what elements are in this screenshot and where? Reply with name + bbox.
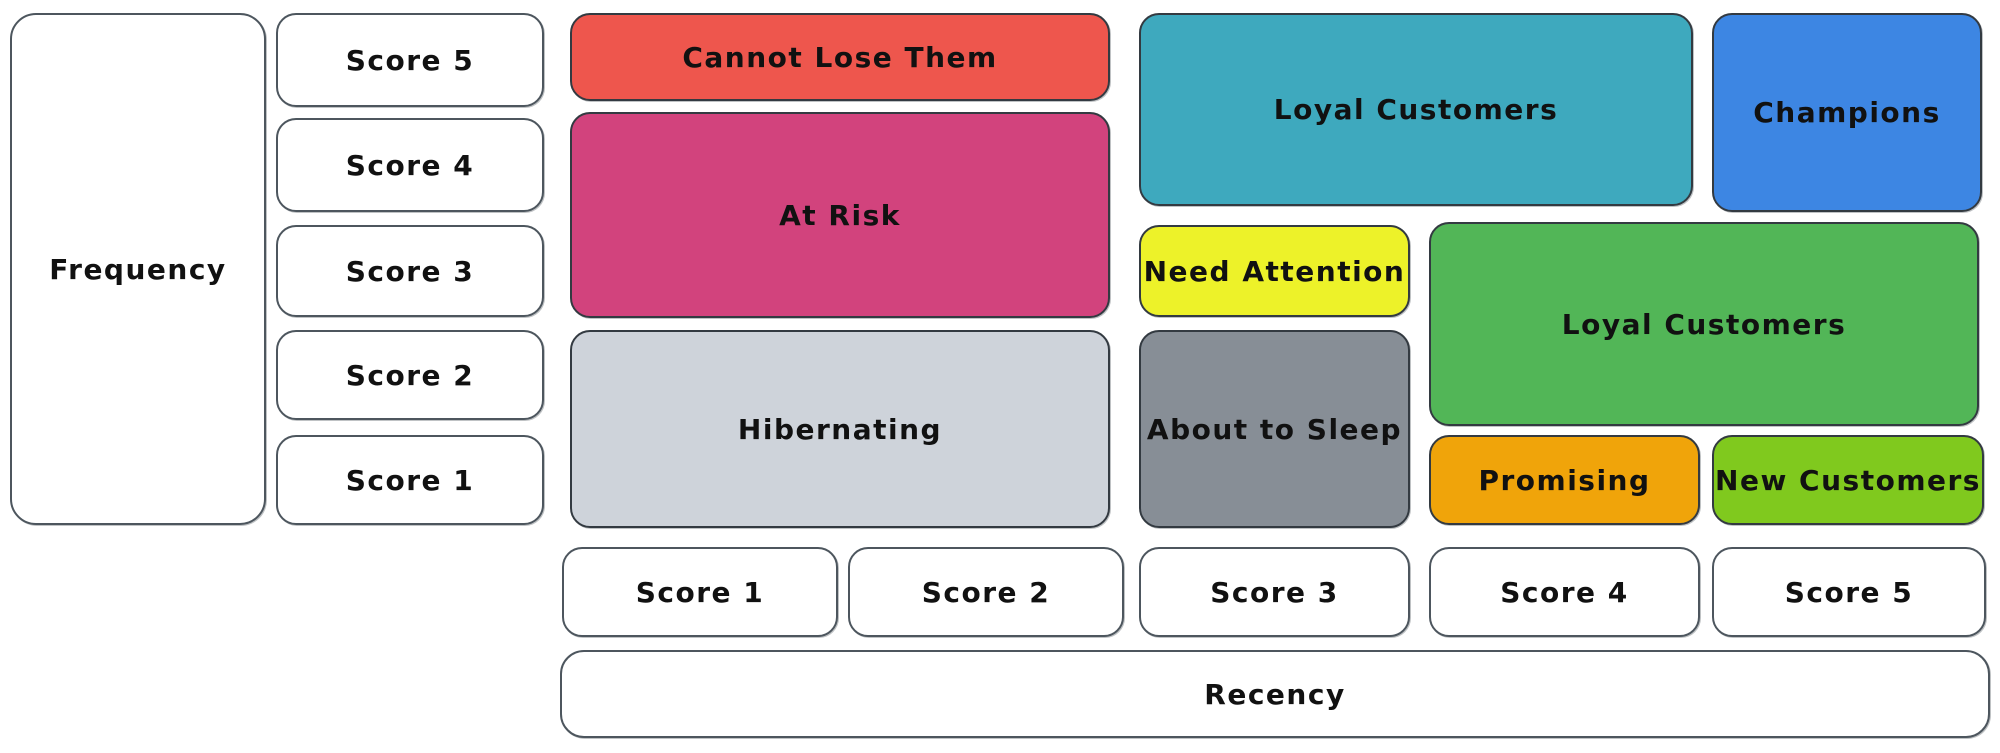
recency-score-5-text: Score 5 bbox=[1784, 575, 1914, 609]
recency-score-1-text: Score 1 bbox=[635, 575, 765, 609]
segment-loyal-customers-right-label: Loyal Customers bbox=[1561, 307, 1847, 341]
segment-promising-label: Promising bbox=[1478, 463, 1651, 497]
segment-loyal-customers-top-label: Loyal Customers bbox=[1273, 93, 1559, 126]
segment-need-attention: Need Attention bbox=[1139, 225, 1410, 317]
frequency-score-4-text: Score 4 bbox=[345, 148, 475, 182]
frequency-axis-label: Frequency bbox=[10, 13, 266, 525]
segment-cannot-lose-them-label: Cannot Lose Them bbox=[682, 40, 998, 74]
segment-new-customers-label: New Customers bbox=[1715, 463, 1981, 497]
frequency-score-2: Score 2 bbox=[276, 330, 544, 420]
frequency-score-1-text: Score 1 bbox=[345, 463, 475, 497]
segment-at-risk: At Risk bbox=[570, 112, 1110, 318]
recency-score-4: Score 4 bbox=[1429, 547, 1700, 637]
frequency-score-5-text: Score 5 bbox=[345, 43, 475, 77]
segment-new-customers: New Customers bbox=[1712, 435, 1984, 525]
frequency-score-2-text: Score 2 bbox=[345, 358, 475, 392]
segment-loyal-customers-top: Loyal Customers bbox=[1139, 13, 1693, 206]
frequency-score-4: Score 4 bbox=[276, 118, 544, 212]
recency-score-5: Score 5 bbox=[1712, 547, 1986, 637]
frequency-score-5: Score 5 bbox=[276, 13, 544, 107]
segment-champions: Champions bbox=[1712, 13, 1982, 212]
recency-score-3: Score 3 bbox=[1139, 547, 1410, 637]
frequency-score-3: Score 3 bbox=[276, 225, 544, 317]
recency-score-2-text: Score 2 bbox=[921, 575, 1051, 609]
segment-about-to-sleep: About to Sleep bbox=[1139, 330, 1410, 528]
segment-hibernating: Hibernating bbox=[570, 330, 1110, 528]
recency-axis-label: Recency bbox=[560, 650, 1990, 738]
frequency-score-3-text: Score 3 bbox=[345, 254, 475, 288]
segment-hibernating-label: Hibernating bbox=[737, 412, 943, 446]
recency-score-3-text: Score 3 bbox=[1210, 575, 1339, 609]
recency-axis-text: Recency bbox=[1204, 677, 1346, 711]
recency-score-4-text: Score 4 bbox=[1500, 575, 1629, 609]
segment-champions-label: Champions bbox=[1753, 96, 1941, 129]
frequency-score-1: Score 1 bbox=[276, 435, 544, 525]
recency-score-1: Score 1 bbox=[562, 547, 838, 637]
segment-promising: Promising bbox=[1429, 435, 1700, 525]
recency-score-2: Score 2 bbox=[848, 547, 1124, 637]
segment-need-attention-label: Need Attention bbox=[1143, 254, 1406, 288]
segment-at-risk-label: At Risk bbox=[779, 198, 901, 232]
segment-loyal-customers-right: Loyal Customers bbox=[1429, 222, 1979, 426]
frequency-axis-text: Frequency bbox=[49, 252, 227, 286]
segment-cannot-lose-them: Cannot Lose Them bbox=[570, 13, 1110, 101]
segment-about-to-sleep-label: About to Sleep bbox=[1146, 412, 1403, 446]
